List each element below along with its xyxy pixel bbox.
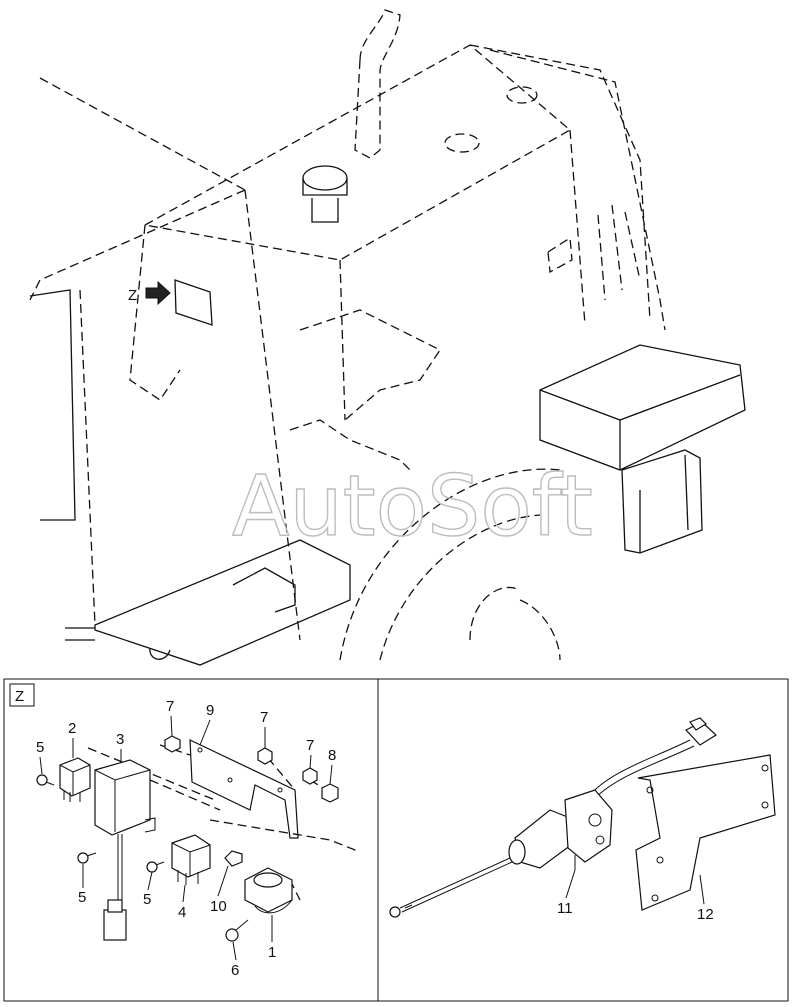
callout-7-a: 7 <box>166 698 174 715</box>
callout-5-c: 5 <box>143 891 151 908</box>
callout-11: 11 <box>557 900 573 917</box>
detail-panels: Z <box>3 678 789 1002</box>
callout-labels: 2 3 5 7 9 7 7 8 5 5 4 10 1 6 11 12 <box>36 698 714 979</box>
actuator-assembly-view <box>389 717 776 918</box>
callout-9: 9 <box>206 702 214 719</box>
callout-5-a: 5 <box>36 739 44 756</box>
callout-2: 2 <box>68 720 76 737</box>
callout-10: 10 <box>210 898 227 915</box>
callout-12: 12 <box>697 906 714 923</box>
callout-1: 1 <box>268 944 276 961</box>
callout-6: 6 <box>231 962 239 979</box>
inset-title-z: Z <box>15 688 24 705</box>
callout-3: 3 <box>116 731 124 748</box>
view-marker-z: Z <box>128 287 137 304</box>
relay-assembly-view <box>36 735 361 942</box>
callout-8: 8 <box>328 747 336 764</box>
watermark: AutoSoft <box>232 457 593 555</box>
callout-7-c: 7 <box>306 737 314 754</box>
callout-4: 4 <box>178 904 186 921</box>
callout-5-b: 5 <box>78 889 86 906</box>
callout-7-b: 7 <box>260 709 268 726</box>
fasteners <box>36 735 339 942</box>
vehicle-body-view: Z AutoSoft <box>29 9 746 666</box>
